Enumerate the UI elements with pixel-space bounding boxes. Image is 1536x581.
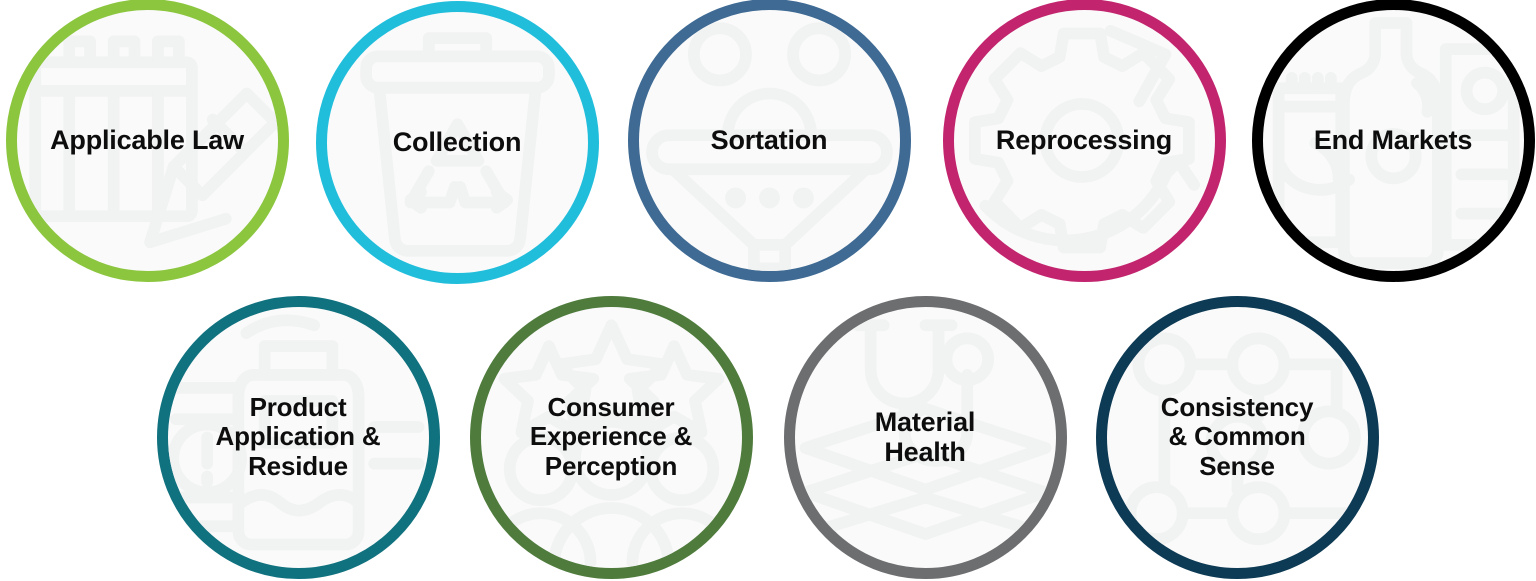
- circle-sortation[interactable]: Sortation: [627, 0, 911, 282]
- circle-material-health[interactable]: Material Health: [783, 295, 1067, 579]
- circle-label-end-markets: End Markets: [1313, 124, 1473, 155]
- circle-label-collection: Collection: [392, 126, 522, 157]
- circle-reprocessing[interactable]: Reprocessing: [942, 0, 1226, 282]
- circle-consumer-experience-perception[interactable]: Consumer Experience & Perception: [469, 295, 753, 579]
- circle-consistency-common-sense[interactable]: Consistency & Common Sense: [1095, 295, 1379, 579]
- circle-end-markets[interactable]: End Markets: [1251, 0, 1535, 282]
- circle-product-application-residue[interactable]: Product Application & Residue: [156, 295, 440, 579]
- circle-label-material-health: Material Health: [874, 406, 976, 467]
- circle-applicable-law[interactable]: Applicable Law: [5, 0, 289, 282]
- circle-label-product-application-residue: Product Application & Residue: [215, 392, 381, 481]
- circle-collection[interactable]: Collection: [315, 0, 599, 284]
- circle-label-consistency-common-sense: Consistency & Common Sense: [1160, 392, 1314, 481]
- circle-label-consumer-experience-perception: Consumer Experience & Perception: [529, 392, 693, 481]
- circle-label-sortation: Sortation: [710, 124, 828, 155]
- circle-label-reprocessing: Reprocessing: [995, 124, 1173, 155]
- circle-label-applicable-law: Applicable Law: [50, 124, 244, 155]
